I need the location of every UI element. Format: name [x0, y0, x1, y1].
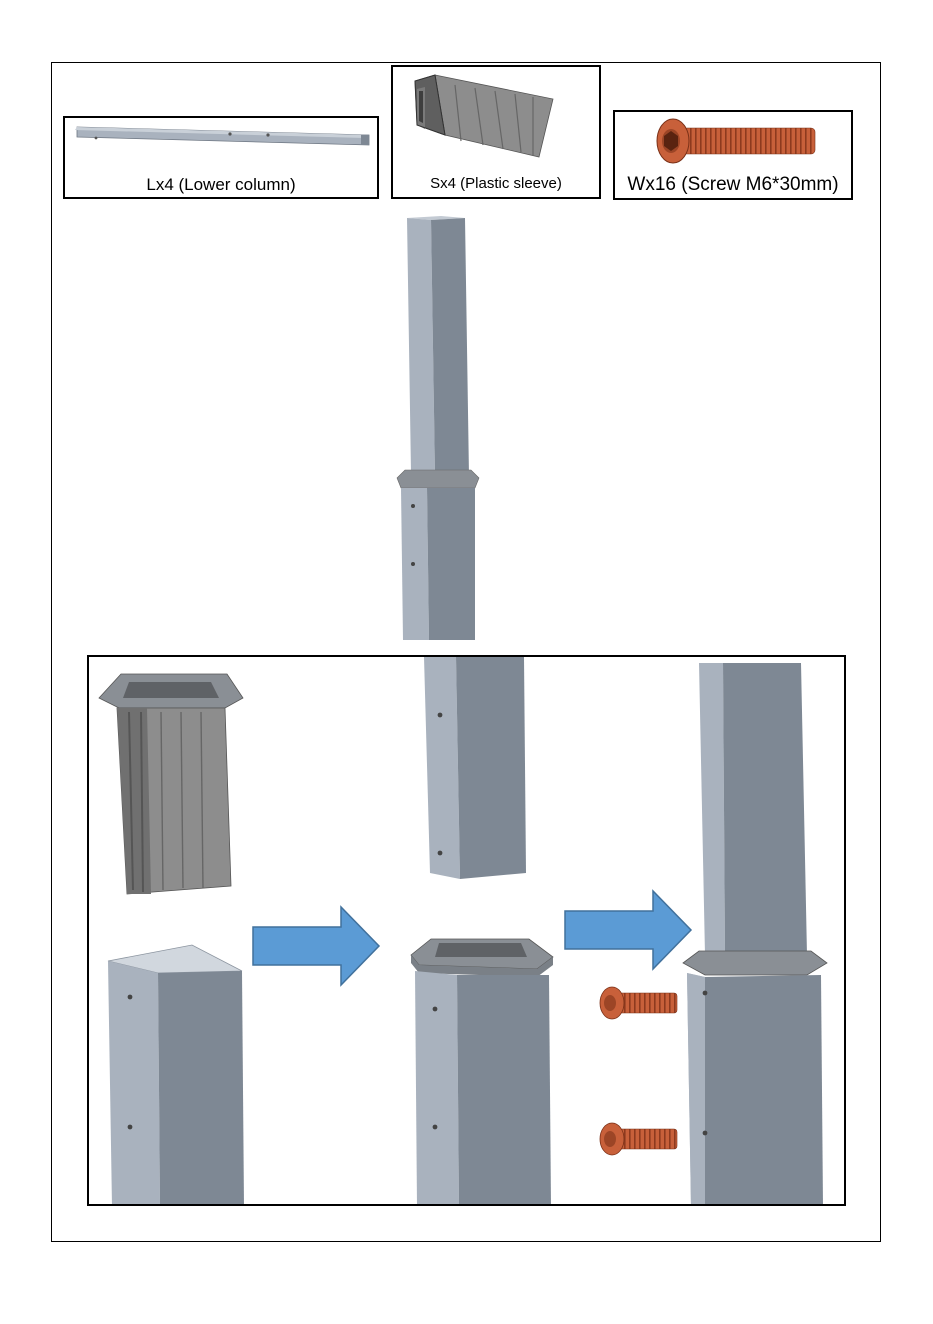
plastic-sleeve-detail-icon	[99, 672, 245, 900]
upper-column-detail-icon	[422, 657, 528, 883]
column-with-sleeve-detail-icon	[409, 935, 557, 1206]
part-box-lower-column: Lx4 (Lower column)	[63, 116, 379, 199]
plastic-sleeve-icon	[415, 71, 555, 163]
part-box-screw: Wx16 (Screw M6*30mm)	[613, 110, 853, 200]
assembled-column-icon	[395, 216, 485, 640]
screw-icon	[655, 116, 817, 166]
part-label-screw: Wx16 (Screw M6*30mm)	[615, 174, 851, 196]
part-box-plastic-sleeve: Sx4 (Plastic sleeve)	[391, 65, 601, 199]
arrow-right-icon	[563, 889, 693, 971]
part-label-lower-column: Lx4 (Lower column)	[65, 175, 377, 195]
lower-column-icon	[75, 124, 371, 152]
assembled-column-detail-icon	[683, 661, 829, 1206]
arrow-right-icon	[251, 905, 381, 987]
screw-icon	[599, 985, 679, 1021]
part-label-plastic-sleeve: Sx4 (Plastic sleeve)	[393, 175, 599, 192]
detail-frame	[87, 655, 846, 1206]
lower-column-detail-icon	[108, 943, 248, 1206]
screw-icon	[599, 1121, 679, 1157]
